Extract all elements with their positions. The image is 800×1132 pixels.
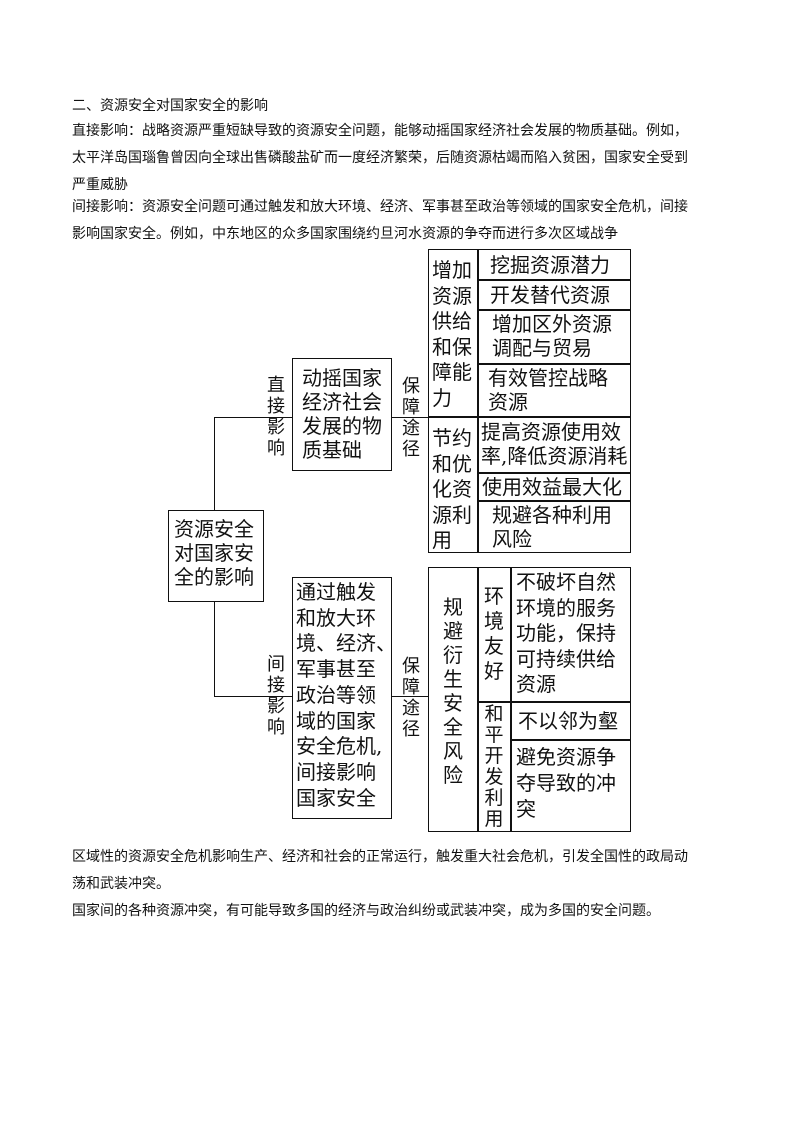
item-box <box>478 280 631 310</box>
connector-line <box>214 417 216 510</box>
item-avoid-risk: 规避各种利用 风险 <box>492 503 612 551</box>
indirect-effect-box <box>292 577 392 819</box>
paragraph-line: 荡和武装冲突。 <box>72 876 170 892</box>
bottom-paragraph: 区域性的资源安全危机影响生产、经济和社会的正常运行，触发重大社会危机，引发全国性… <box>72 844 732 925</box>
item-control-strategic: 有效管控战略 资源 <box>488 366 608 414</box>
direct-influence-paragraph: 直接影响：战略资源严重短缺导致的资源安全问题，能够动摇国家经济社会发展的物质基础… <box>72 118 732 199</box>
save-optimize-box <box>428 417 478 553</box>
root-box <box>168 510 264 602</box>
increase-supply-text: 增加资源 供给和保 障能力 <box>432 258 472 410</box>
item-no-neighbor-harm: 不以邻为壑 <box>518 709 618 733</box>
item-box <box>478 310 631 364</box>
item-develop-alternative: 开发替代资源 <box>490 283 610 307</box>
direct-effect-box <box>292 358 392 471</box>
section-title-text: 二、资源安全对国家安全的影响 <box>72 98 268 114</box>
peace-item-box <box>511 740 631 832</box>
section-title: 二、资源安全对国家安全的影响 <box>72 93 732 120</box>
item-maximize-benefit: 使用效益最大化 <box>482 475 622 499</box>
peace-use-text: 和平 开发 利用 <box>484 703 504 830</box>
direct-label: 直接 影响 <box>267 375 285 459</box>
indirect-effect-text: 通过触发和放大环 境、经济、军事甚至 政治等领域的国家 安全危机,间接影响 国家… <box>296 580 396 810</box>
peace-item-box <box>511 702 631 740</box>
paragraph-line: 区域性的资源安全危机影响生产、经济和社会的正常运行，触发重大社会危机，引发全国性… <box>72 849 688 865</box>
guarantee-label-indirect: 保障 途径 <box>402 656 420 740</box>
env-items-box <box>511 567 631 702</box>
item-box <box>478 417 631 473</box>
env-friendly-text: 环境 友好 <box>484 584 504 683</box>
peace-use-box <box>478 702 511 832</box>
indirect-label: 间接 影响 <box>267 654 285 738</box>
direct-effect-text: 动摇国家经济社会 发展的物质基础 <box>302 366 382 462</box>
item-avoid-conflict: 避免资源争夺导致的冲 突 <box>516 745 616 821</box>
paragraph-line: 间接影响：资源安全问题可通过触发和放大环境、经济、军事甚至政治等领域的国家安全危… <box>72 199 688 215</box>
root-text: 资源安全 对国家安 全的影响 <box>174 517 254 589</box>
connector-line <box>392 417 428 419</box>
increase-supply-box <box>428 249 478 417</box>
item-improve-efficiency: 提高资源使用效 率,降低资源消耗 <box>481 420 628 468</box>
guarantee-label-direct: 保障 途径 <box>402 376 420 460</box>
item-box <box>478 501 631 553</box>
paragraph-line: 影响国家安全。例如，中东地区的众多国家围绕约旦河水资源的争夺而进行多次区域战争 <box>72 226 618 242</box>
avoid-risk-box <box>428 567 478 832</box>
connector-line <box>392 696 428 698</box>
item-box <box>478 364 631 417</box>
paragraph-line: 直接影响：战略资源严重短缺导致的资源安全问题，能够动摇国家经济社会发展的物质基础… <box>72 123 688 139</box>
env-items-text: 不破坏自然环境的服务 功能，保持可持续供给 资源 <box>516 570 616 696</box>
item-box <box>478 473 631 501</box>
connector-line <box>214 602 216 697</box>
env-friendly-box <box>478 567 511 702</box>
item-external-trade: 增加区外资源 调配与贸易 <box>492 312 612 360</box>
paragraph-line: 太平洋岛国瑙鲁曾因向全球出售磷酸盐矿而一度经济繁荣，后随资源枯竭而陷入贫困，国家… <box>72 150 688 166</box>
paragraph-line: 严重威胁 <box>72 177 128 193</box>
connector-line <box>214 417 292 419</box>
connector-line <box>214 696 292 698</box>
avoid-risk-text: 规避 衍生 安全 风险 <box>443 595 463 787</box>
paragraph-line: 国家间的各种资源冲突，有可能导致多国的经济与政治纠纷或武装冲突，成为多国的安全问… <box>72 903 660 919</box>
item-box <box>478 249 631 280</box>
save-optimize-text: 节约和优 化资源利 用 <box>432 426 472 552</box>
indirect-influence-paragraph: 间接影响：资源安全问题可通过触发和放大环境、经济、军事甚至政治等领域的国家安全危… <box>72 194 732 248</box>
item-dig-potential: 挖掘资源潜力 <box>490 253 610 277</box>
